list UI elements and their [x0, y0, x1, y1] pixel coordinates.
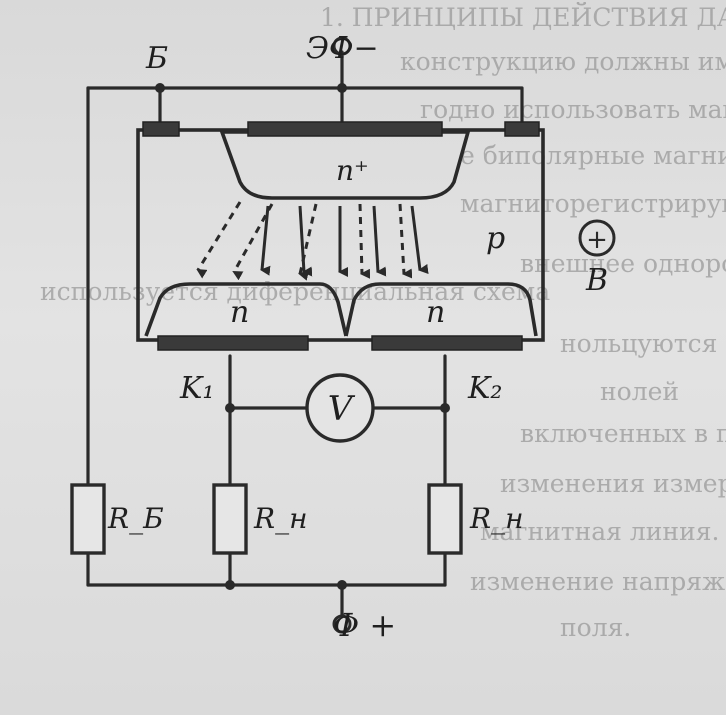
top-bus-wire: [86, 86, 524, 130]
field-label: B: [585, 263, 608, 298]
bg-line-5: внешнее однородное магнитное характ: [520, 249, 726, 278]
bg-line-7: нольцуются диференциальные магнитор: [560, 329, 726, 358]
collector-region-left: [144, 282, 348, 337]
flow-arrow: [298, 205, 313, 277]
voltmeter-label: V: [328, 389, 356, 429]
bg-line-3: е биполярные магнитотранзисторы: [460, 141, 726, 170]
background-text: 1. ПРИНЦИПЫ ДЕЙСТВИЯ ДАТЧИКОВ конструкци…: [40, 2, 726, 642]
emitter-terminal: [332, 36, 352, 56]
junction-dot: [440, 403, 450, 413]
emitter-contact: [247, 121, 443, 137]
junction-dot: [337, 83, 347, 93]
base-contact: [142, 121, 180, 137]
bg-line-11: магнитная линия. В рис. 2.1 привед: [480, 517, 726, 546]
flow-arrow: [372, 205, 387, 277]
bg-line-0: 1. ПРИНЦИПЫ ДЕЙСТВИЯ ДАТЧИКОВ: [320, 2, 726, 32]
deflected-flow-arrow: [398, 203, 413, 279]
deflected-flow-arrow: [196, 201, 242, 279]
collector-contact-left: [157, 335, 309, 351]
field-plus-glyph: +: [586, 225, 608, 255]
carrier-flow-arrows: [196, 201, 429, 281]
emitter-terminal-label: ЭΦ−: [306, 31, 379, 66]
bg-line-12: изменение напряжения под воздействием м: [470, 567, 726, 596]
bg-line-1: конструкцию должны иметь магнитор: [400, 47, 726, 76]
bg-line-8: нолей: [600, 377, 679, 406]
node-k1-label: K₁: [179, 371, 214, 406]
collector-region-right: [344, 282, 538, 337]
base-contact-right: [504, 121, 540, 137]
load-resistor-left: [212, 483, 248, 555]
bg-line-10: изменения измеряемой величины: [500, 469, 726, 498]
junction-dots: [155, 83, 450, 590]
bg-line-13: поля.: [560, 613, 631, 642]
bg-line-9: включенных в плечи мостовой схемы: [520, 419, 726, 448]
deflected-flow-arrow: [358, 203, 371, 279]
load-resistor-left-label: R_н: [253, 502, 308, 535]
load-resistor-right: [427, 483, 463, 555]
collector-contact-right: [371, 335, 523, 351]
bg-line-2: годно использовать магниторезистор: [420, 95, 726, 124]
plus-terminal-label: Φ +: [333, 606, 396, 644]
emitter-region: [219, 130, 471, 200]
bg-line-6: используется диференциальная схема: [40, 277, 550, 306]
wiring: [86, 50, 524, 617]
junction-dot: [337, 580, 347, 590]
collector-left-label: n: [230, 295, 249, 330]
flow-arrow: [410, 205, 429, 274]
plus-terminal: [332, 614, 352, 634]
magnetic-field-icon: [578, 219, 616, 257]
base-resistor: [70, 483, 106, 555]
bg-line-4: магниторегистрирующие элементы: [460, 189, 726, 218]
base-terminal-label: Б: [145, 41, 168, 76]
junction-dot: [225, 580, 235, 590]
emitter-region-label: n⁺: [336, 154, 369, 187]
voltmeter: [305, 373, 375, 443]
flow-arrow: [260, 205, 271, 276]
base-resistor-label: R_Б: [107, 502, 164, 535]
junction-dot: [225, 403, 235, 413]
node-k2-label: K₂: [467, 371, 502, 406]
substrate-label: p: [486, 221, 505, 256]
collector-right-label: n: [426, 295, 445, 330]
load-resistor-right-label: R_н: [469, 502, 524, 535]
junction-dot: [155, 83, 165, 93]
